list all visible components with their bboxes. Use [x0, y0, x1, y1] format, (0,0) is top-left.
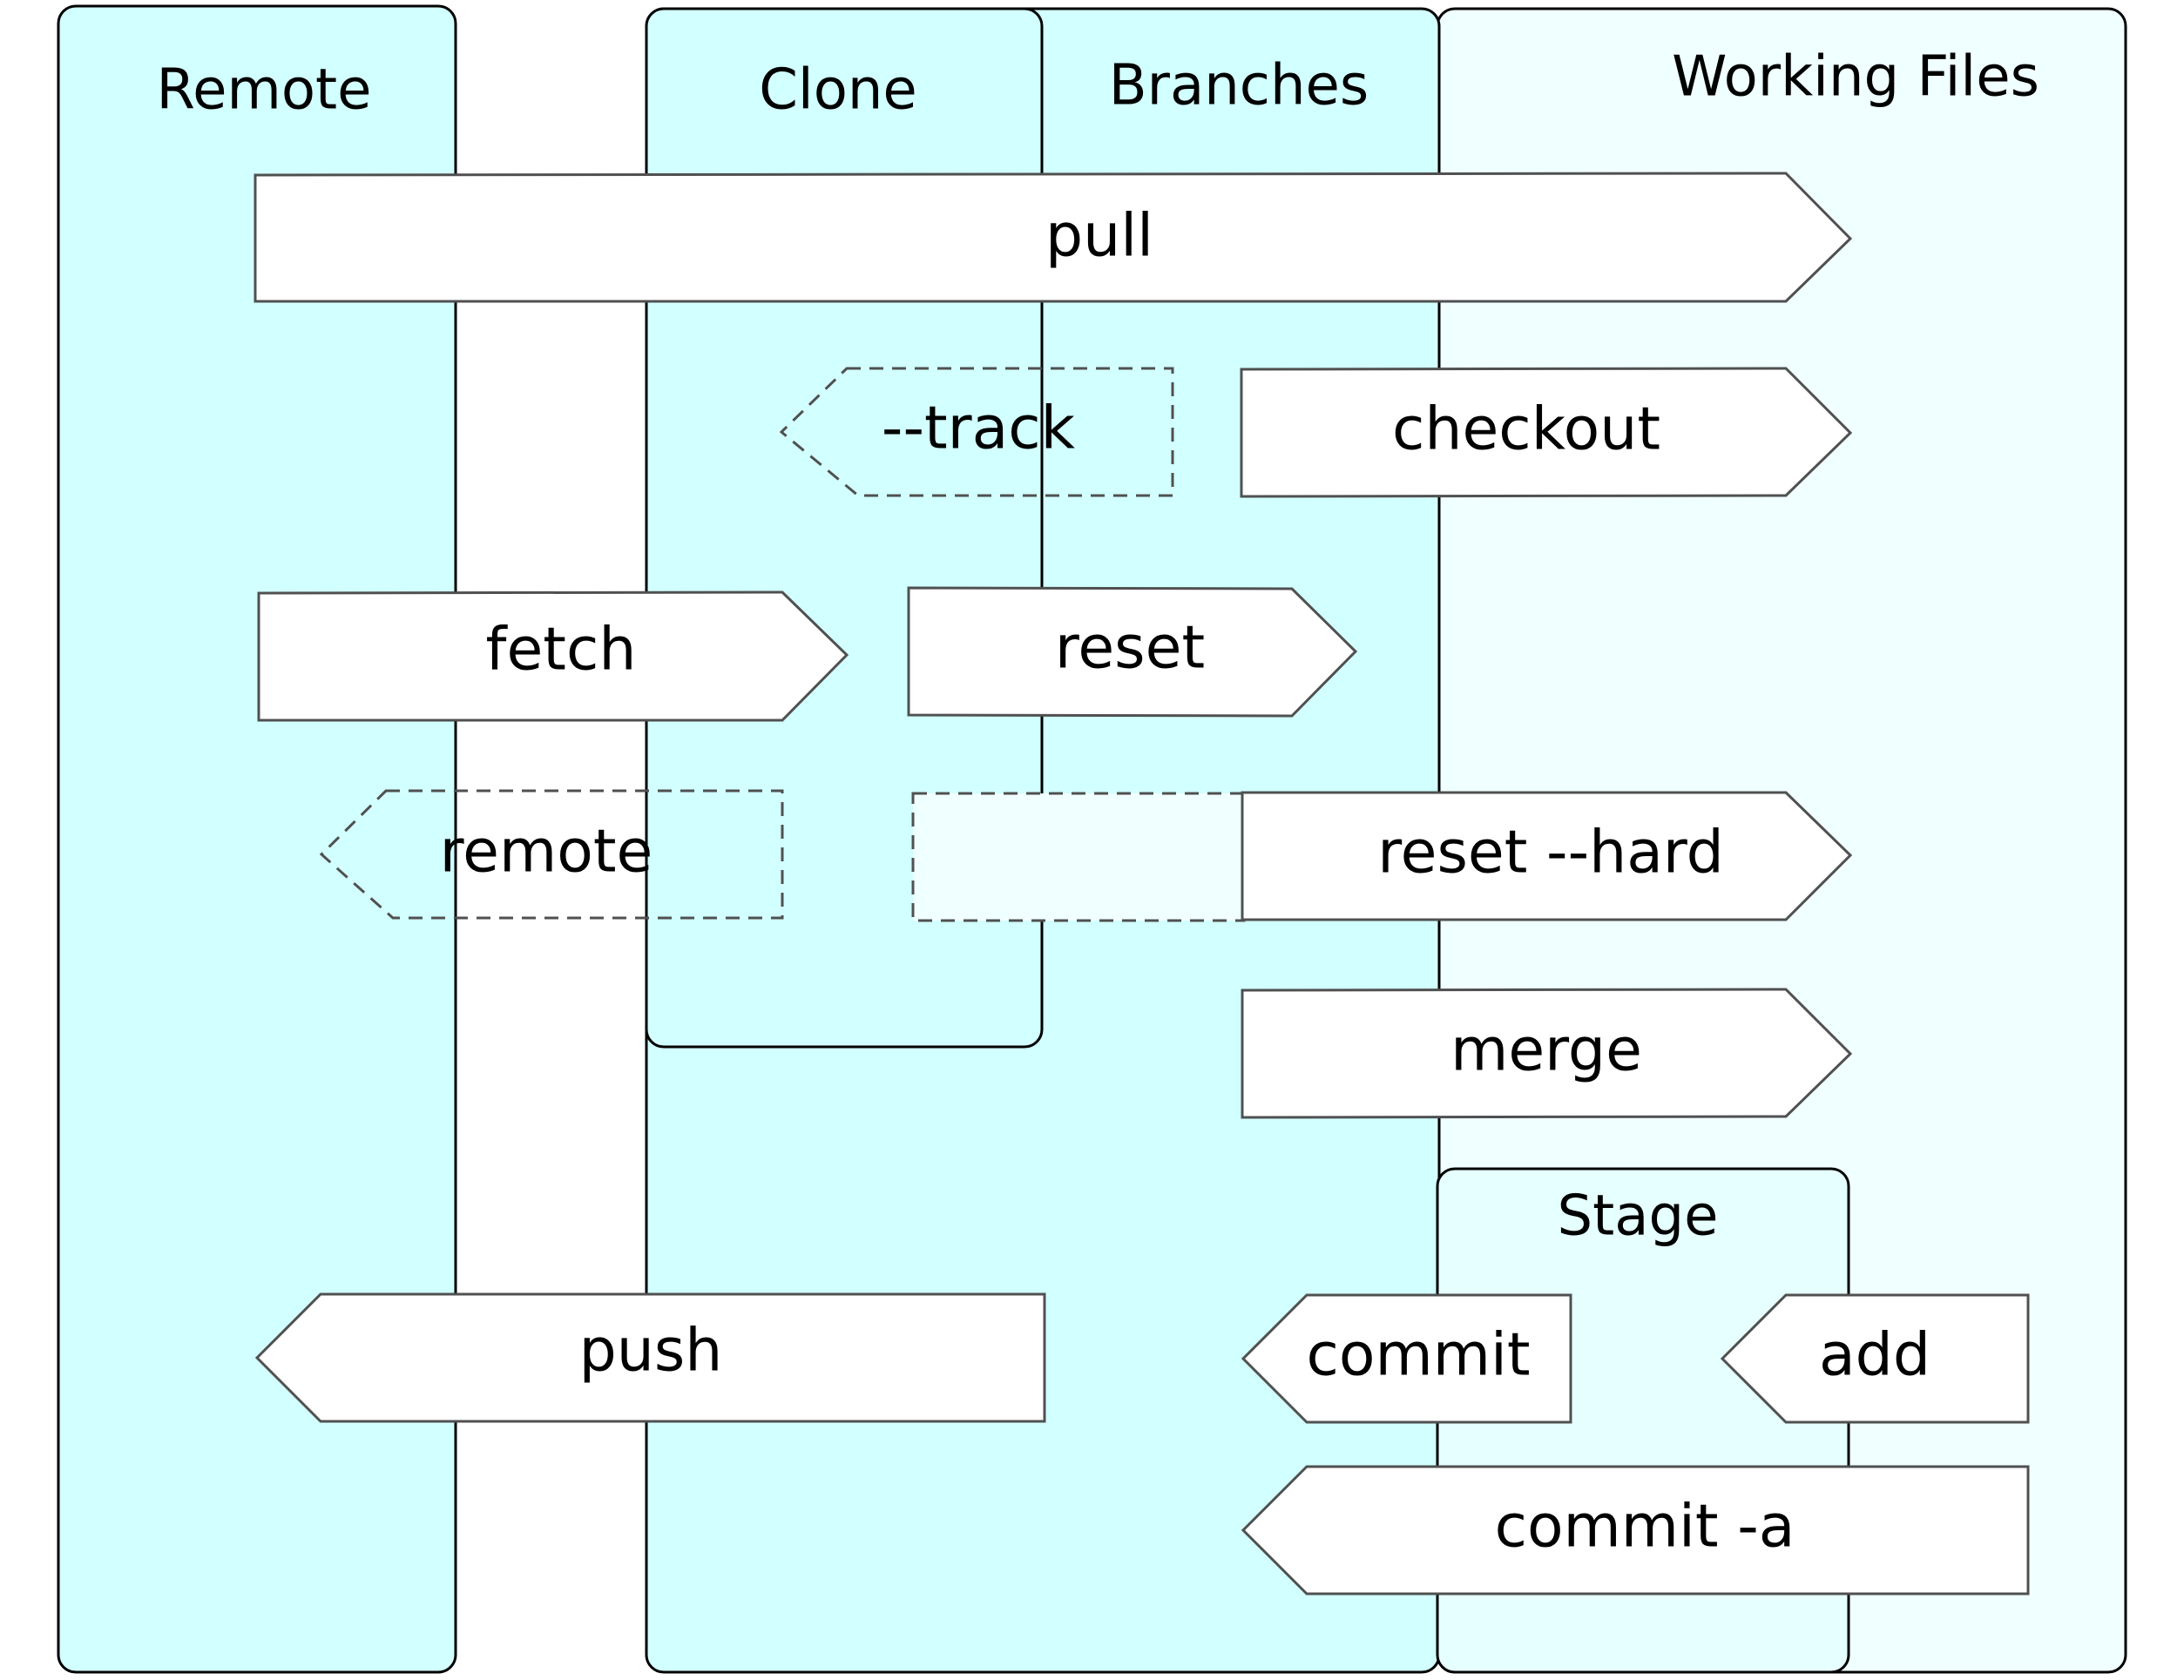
- pull-label: pull: [1045, 202, 1153, 271]
- remote-arrow: remote: [319, 789, 784, 920]
- reset-hard-dashed-region: [911, 792, 1246, 922]
- track-arrow: --track: [779, 367, 1174, 497]
- track-label: --track: [882, 395, 1076, 463]
- reset-hard-arrow: reset --hard: [1241, 791, 1853, 921]
- add-label: add: [1819, 1321, 1930, 1390]
- lane-title-working-files: Working Files: [1672, 45, 2039, 110]
- fetch-arrow: fetch: [257, 590, 849, 722]
- commit-a-label: commit -a: [1495, 1493, 1795, 1562]
- merge-label: merge: [1450, 1016, 1642, 1085]
- push-label: push: [579, 1317, 723, 1386]
- commit-label: commit: [1306, 1321, 1530, 1390]
- commit-arrow: commit: [1241, 1293, 1572, 1424]
- fetch-label: fetch: [486, 616, 637, 685]
- commit-a-arrow: commit -a: [1241, 1465, 2030, 1596]
- reset-hard-label: reset --hard: [1377, 819, 1724, 887]
- lane-title-remote: Remote: [157, 58, 372, 123]
- lane-remote: [57, 4, 457, 1674]
- remote-label: remote: [440, 818, 653, 887]
- merge-arrow: merge: [1241, 988, 1853, 1119]
- checkout-arrow: checkout: [1240, 367, 1853, 498]
- reset-label: reset: [1055, 614, 1205, 683]
- push-arrow: push: [254, 1292, 1046, 1423]
- reset-arrow: reset: [907, 586, 1358, 718]
- checkout-label: checkout: [1392, 395, 1660, 464]
- add-arrow: add: [1720, 1293, 2030, 1424]
- lane-title-branches: Branches: [1109, 54, 1369, 118]
- lane-title-stage: Stage: [1558, 1184, 1719, 1249]
- lane-title-clone: Clone: [759, 58, 917, 123]
- pull-arrow: pull: [254, 172, 1853, 303]
